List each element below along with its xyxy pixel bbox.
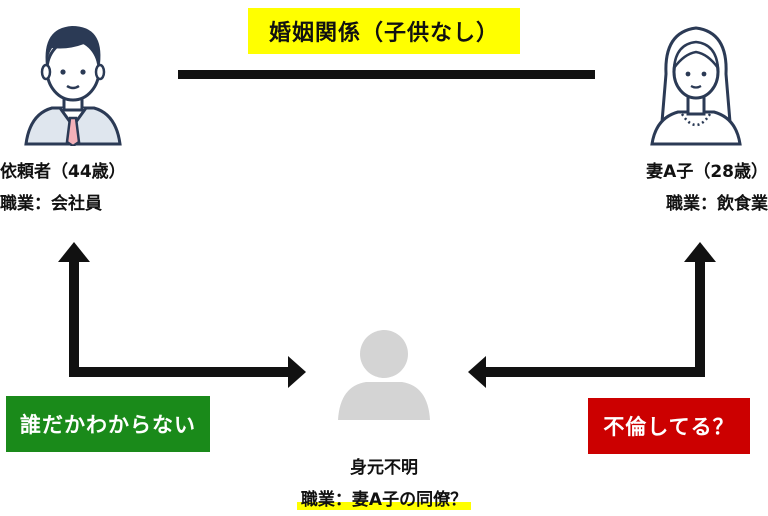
wife-info: 妻A子（28歳） 職業：飲食業 — [608, 156, 768, 220]
unknown-person-icon — [338, 330, 430, 420]
client-job-label: 職業：会社員 — [0, 194, 102, 214]
unknown-job-label: 職業：妻A子の同僚？ — [296, 490, 472, 510]
client-info: 依頼者（44歳） 職業：会社員 — [0, 156, 170, 220]
arrow-head-left — [468, 356, 486, 388]
arrow-client-to-unknown — [69, 258, 292, 377]
unknown-identity-label: 身元不明 — [350, 458, 418, 478]
arrow-head-right — [288, 356, 306, 388]
marriage-line — [178, 70, 595, 79]
unknown-who-label: 誰だかわからない — [20, 413, 196, 437]
unknown-info: 身元不明 職業：妻A子の同僚？ — [248, 452, 520, 516]
arrow-head-up-left — [58, 242, 90, 262]
affair-badge: 不倫してる？ — [588, 398, 750, 454]
wife-job-label: 職業：飲食業 — [666, 194, 768, 214]
client-age-label: 依頼者（44歳） — [0, 162, 126, 182]
unknown-who-badge: 誰だかわからない — [6, 396, 210, 452]
affair-label: 不倫してる？ — [603, 415, 735, 439]
relationship-label: 婚姻関係（子供なし） — [268, 21, 499, 46]
woman-avatar-icon — [650, 26, 742, 146]
relationship-title: 婚姻関係（子供なし） — [248, 8, 520, 54]
arrow-head-up-right — [684, 242, 716, 262]
businessman-avatar-icon — [24, 26, 122, 146]
wife-age-label: 妻A子（28歳） — [646, 162, 768, 182]
arrow-wife-to-unknown — [482, 258, 705, 377]
